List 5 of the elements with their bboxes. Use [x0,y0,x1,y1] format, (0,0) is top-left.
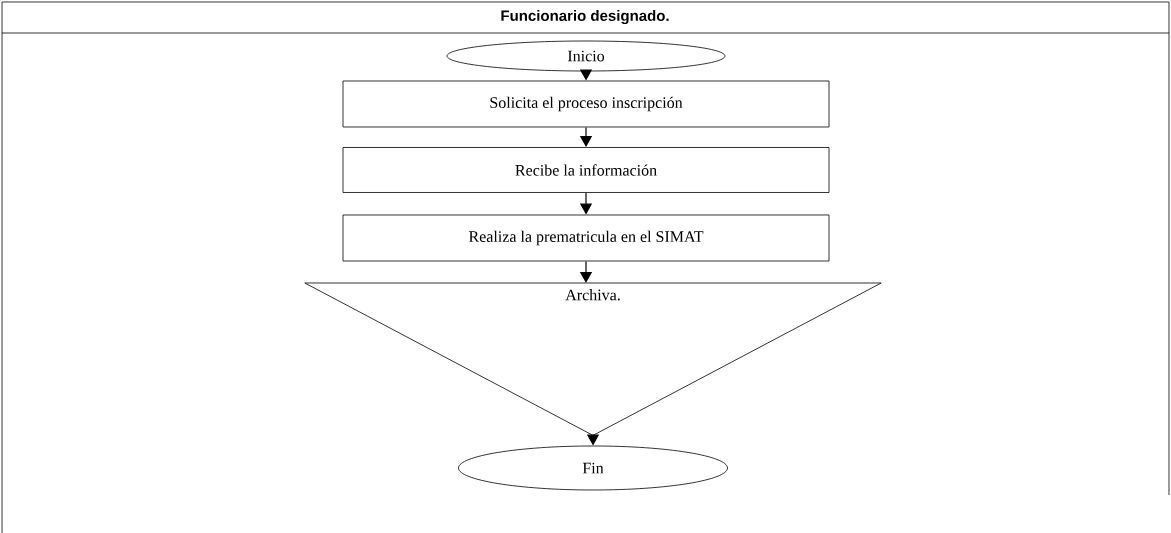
table-header: Funcionario designado. [501,10,669,25]
process-box: Solicita el proceso inscripción [342,80,830,128]
archive-triangle: Archiva. [304,282,882,436]
process-box: Realiza la prematricula en el SIMAT [342,214,830,262]
process-box: Recibe la información [342,147,830,193]
